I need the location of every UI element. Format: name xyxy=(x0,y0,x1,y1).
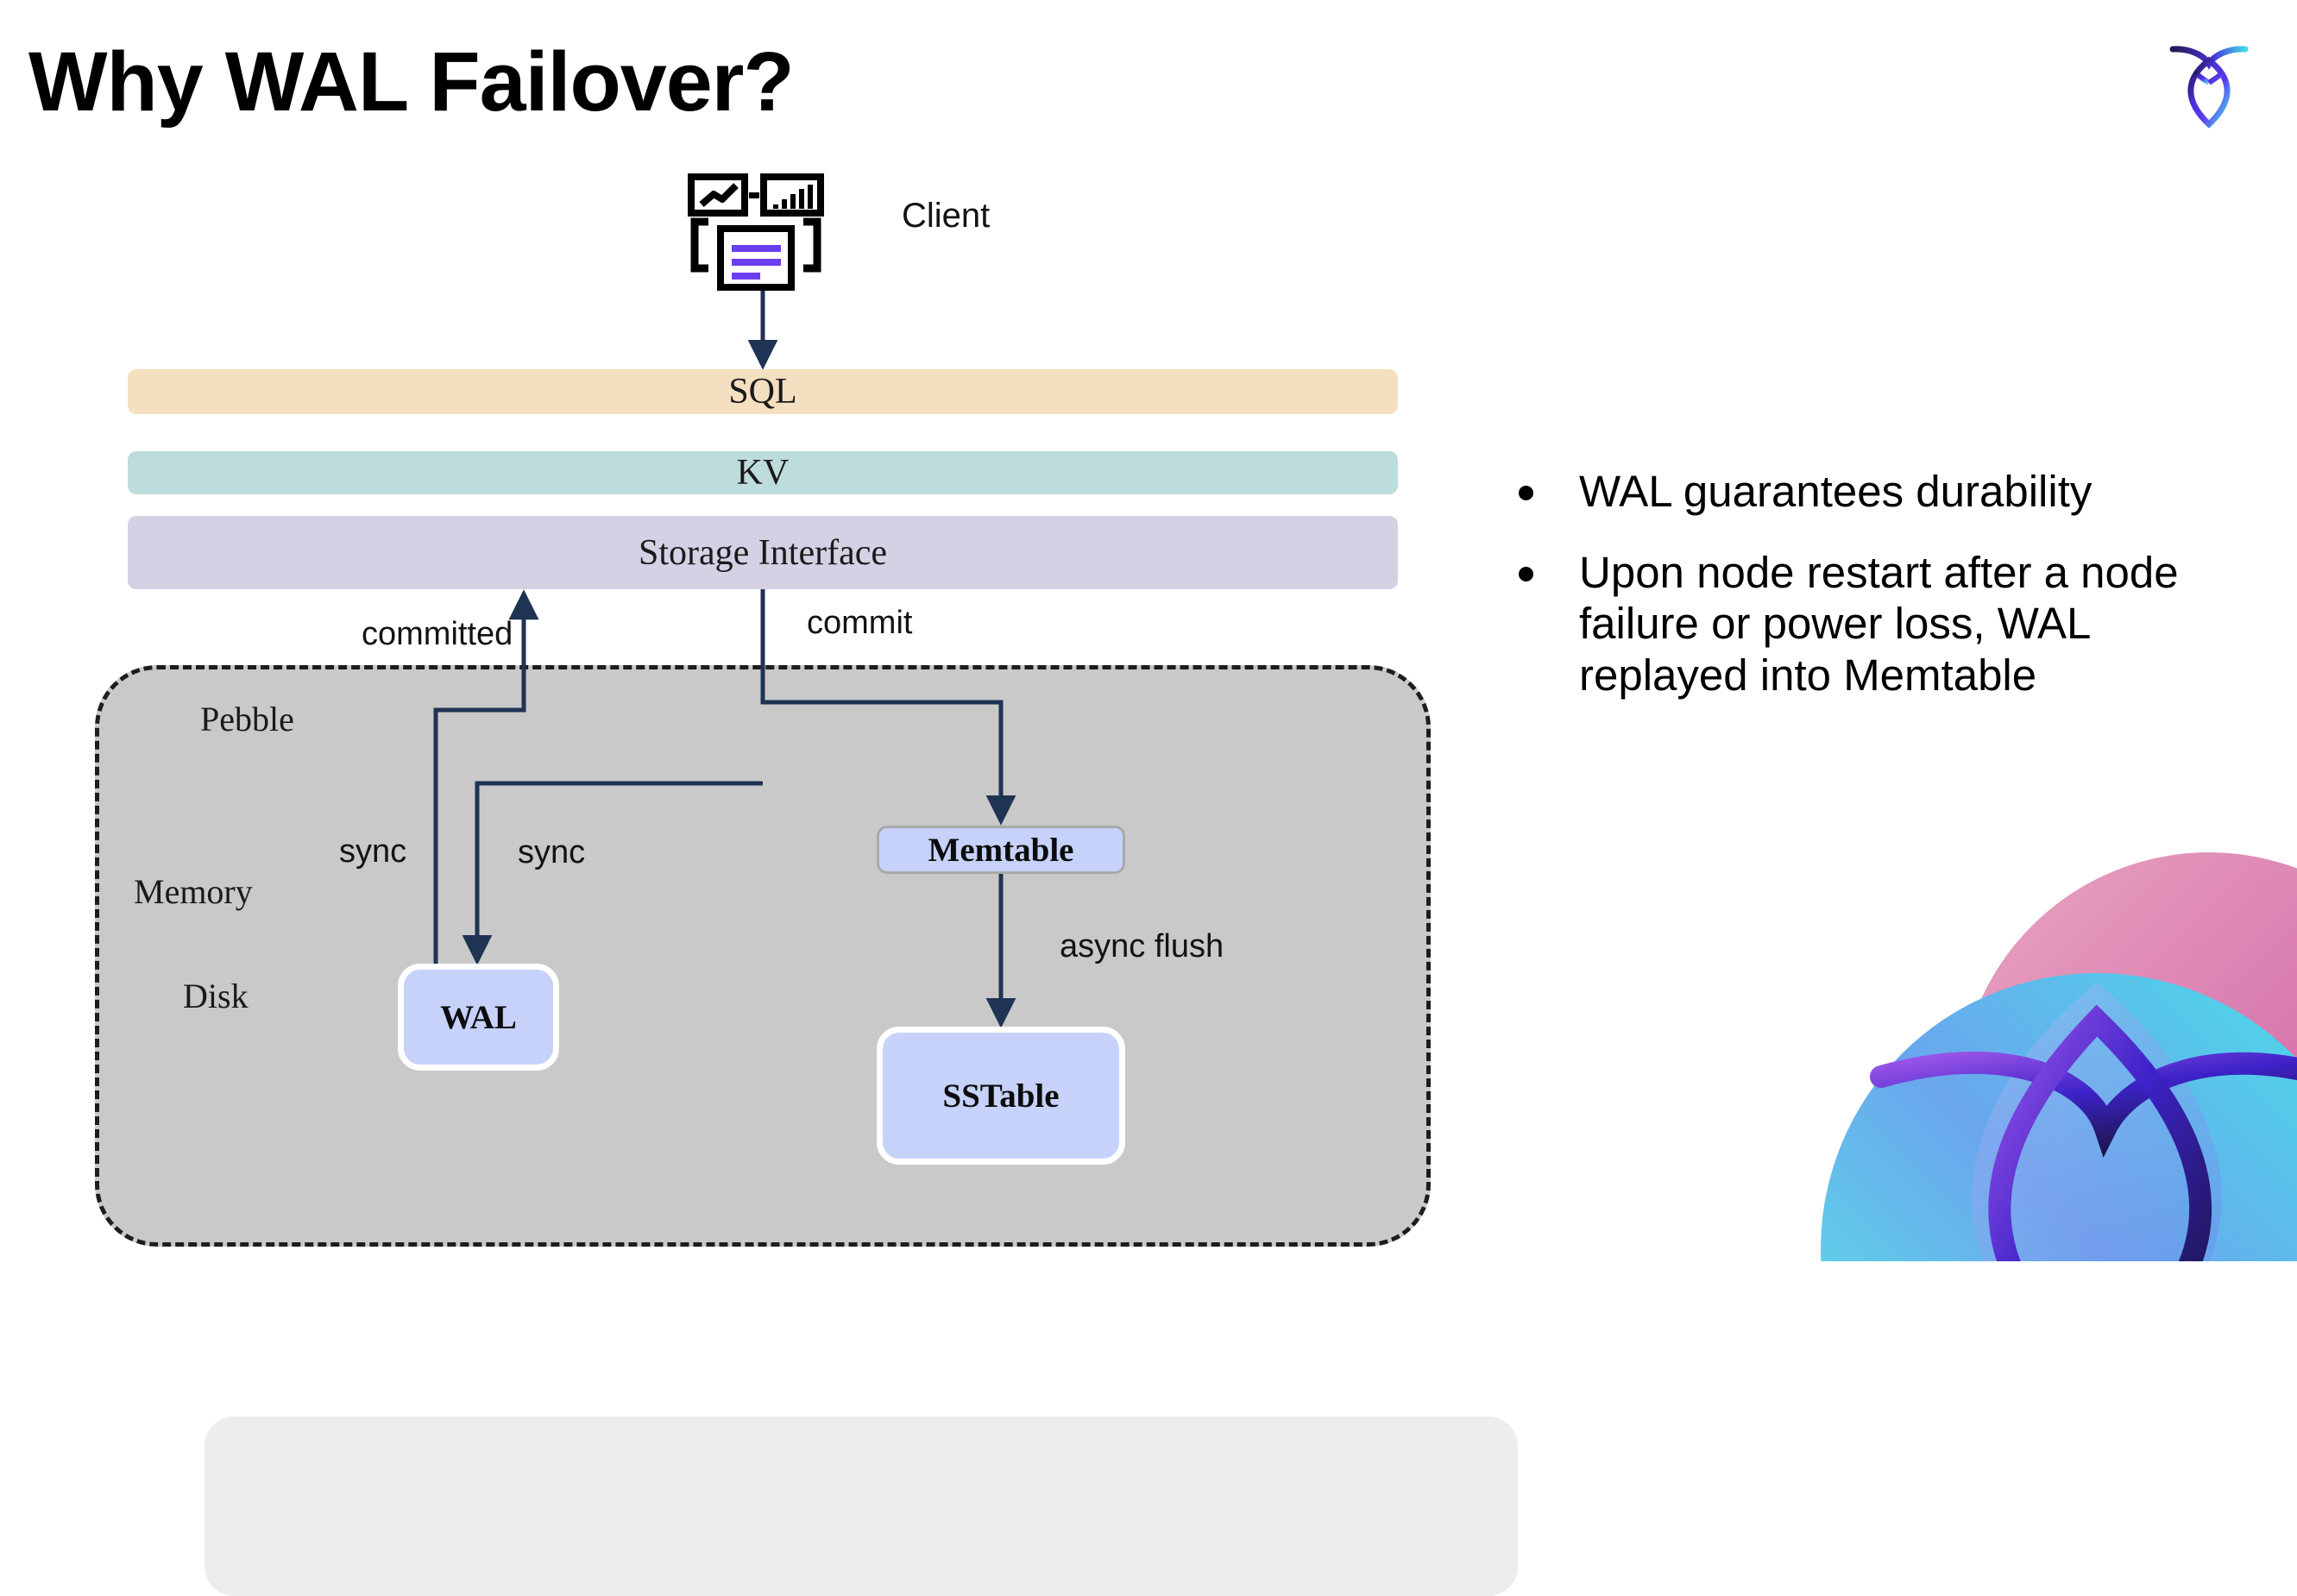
pebble-container xyxy=(95,665,1518,1596)
list-item: Upon node restart after a node failure o… xyxy=(1519,547,2261,701)
edge-label-async-flush: async flush xyxy=(1060,928,1224,965)
disk-label: Disk xyxy=(183,977,249,1015)
client-dashboard-icon xyxy=(688,173,824,291)
edge-label-sync-1: sync xyxy=(339,833,407,870)
layer-bar-storage-interface: Storage Interface xyxy=(128,516,1398,589)
node-sstable: SSTable xyxy=(877,1027,1125,1165)
bullet-dot-icon xyxy=(1519,566,1533,581)
edge-label-committed: committed xyxy=(362,616,513,652)
memory-region xyxy=(205,1417,1518,1596)
memory-label: Memory xyxy=(134,872,253,911)
node-memtable: Memtable xyxy=(877,826,1125,874)
layer-bar-sql: SQL xyxy=(128,369,1398,414)
node-sstable-label: SSTable xyxy=(942,1077,1060,1115)
bullet-dot-icon xyxy=(1519,486,1533,500)
edge-label-sync-2: sync xyxy=(518,834,586,870)
page-title: Why WAL Failover? xyxy=(28,35,795,129)
layer-bar-kv: KV xyxy=(128,451,1398,494)
layer-bar-storage-interface-label: Storage Interface xyxy=(639,532,887,573)
cockroachdb-watermark-icon xyxy=(1726,818,2297,1261)
bullet-text: WAL guarantees durability xyxy=(1579,467,2092,516)
node-wal: WAL xyxy=(398,964,559,1071)
bullet-list: WAL guarantees durability Upon node rest… xyxy=(1519,466,2261,731)
layer-bar-kv-label: KV xyxy=(736,453,790,493)
cockroachdb-logo-icon xyxy=(2157,35,2261,147)
node-wal-label: WAL xyxy=(440,998,517,1036)
layer-bar-sql-label: SQL xyxy=(728,372,797,412)
pebble-label: Pebble xyxy=(200,700,294,738)
architecture-diagram: Client SQL KV Storage Interface Pebble M… xyxy=(95,173,1518,1596)
list-item: WAL guarantees durability xyxy=(1519,466,2261,518)
node-memtable-label: Memtable xyxy=(928,831,1074,869)
bullet-text: Upon node restart after a node failure o… xyxy=(1579,547,2179,700)
client-label: Client xyxy=(902,197,991,235)
edge-label-commit: commit xyxy=(807,605,913,641)
